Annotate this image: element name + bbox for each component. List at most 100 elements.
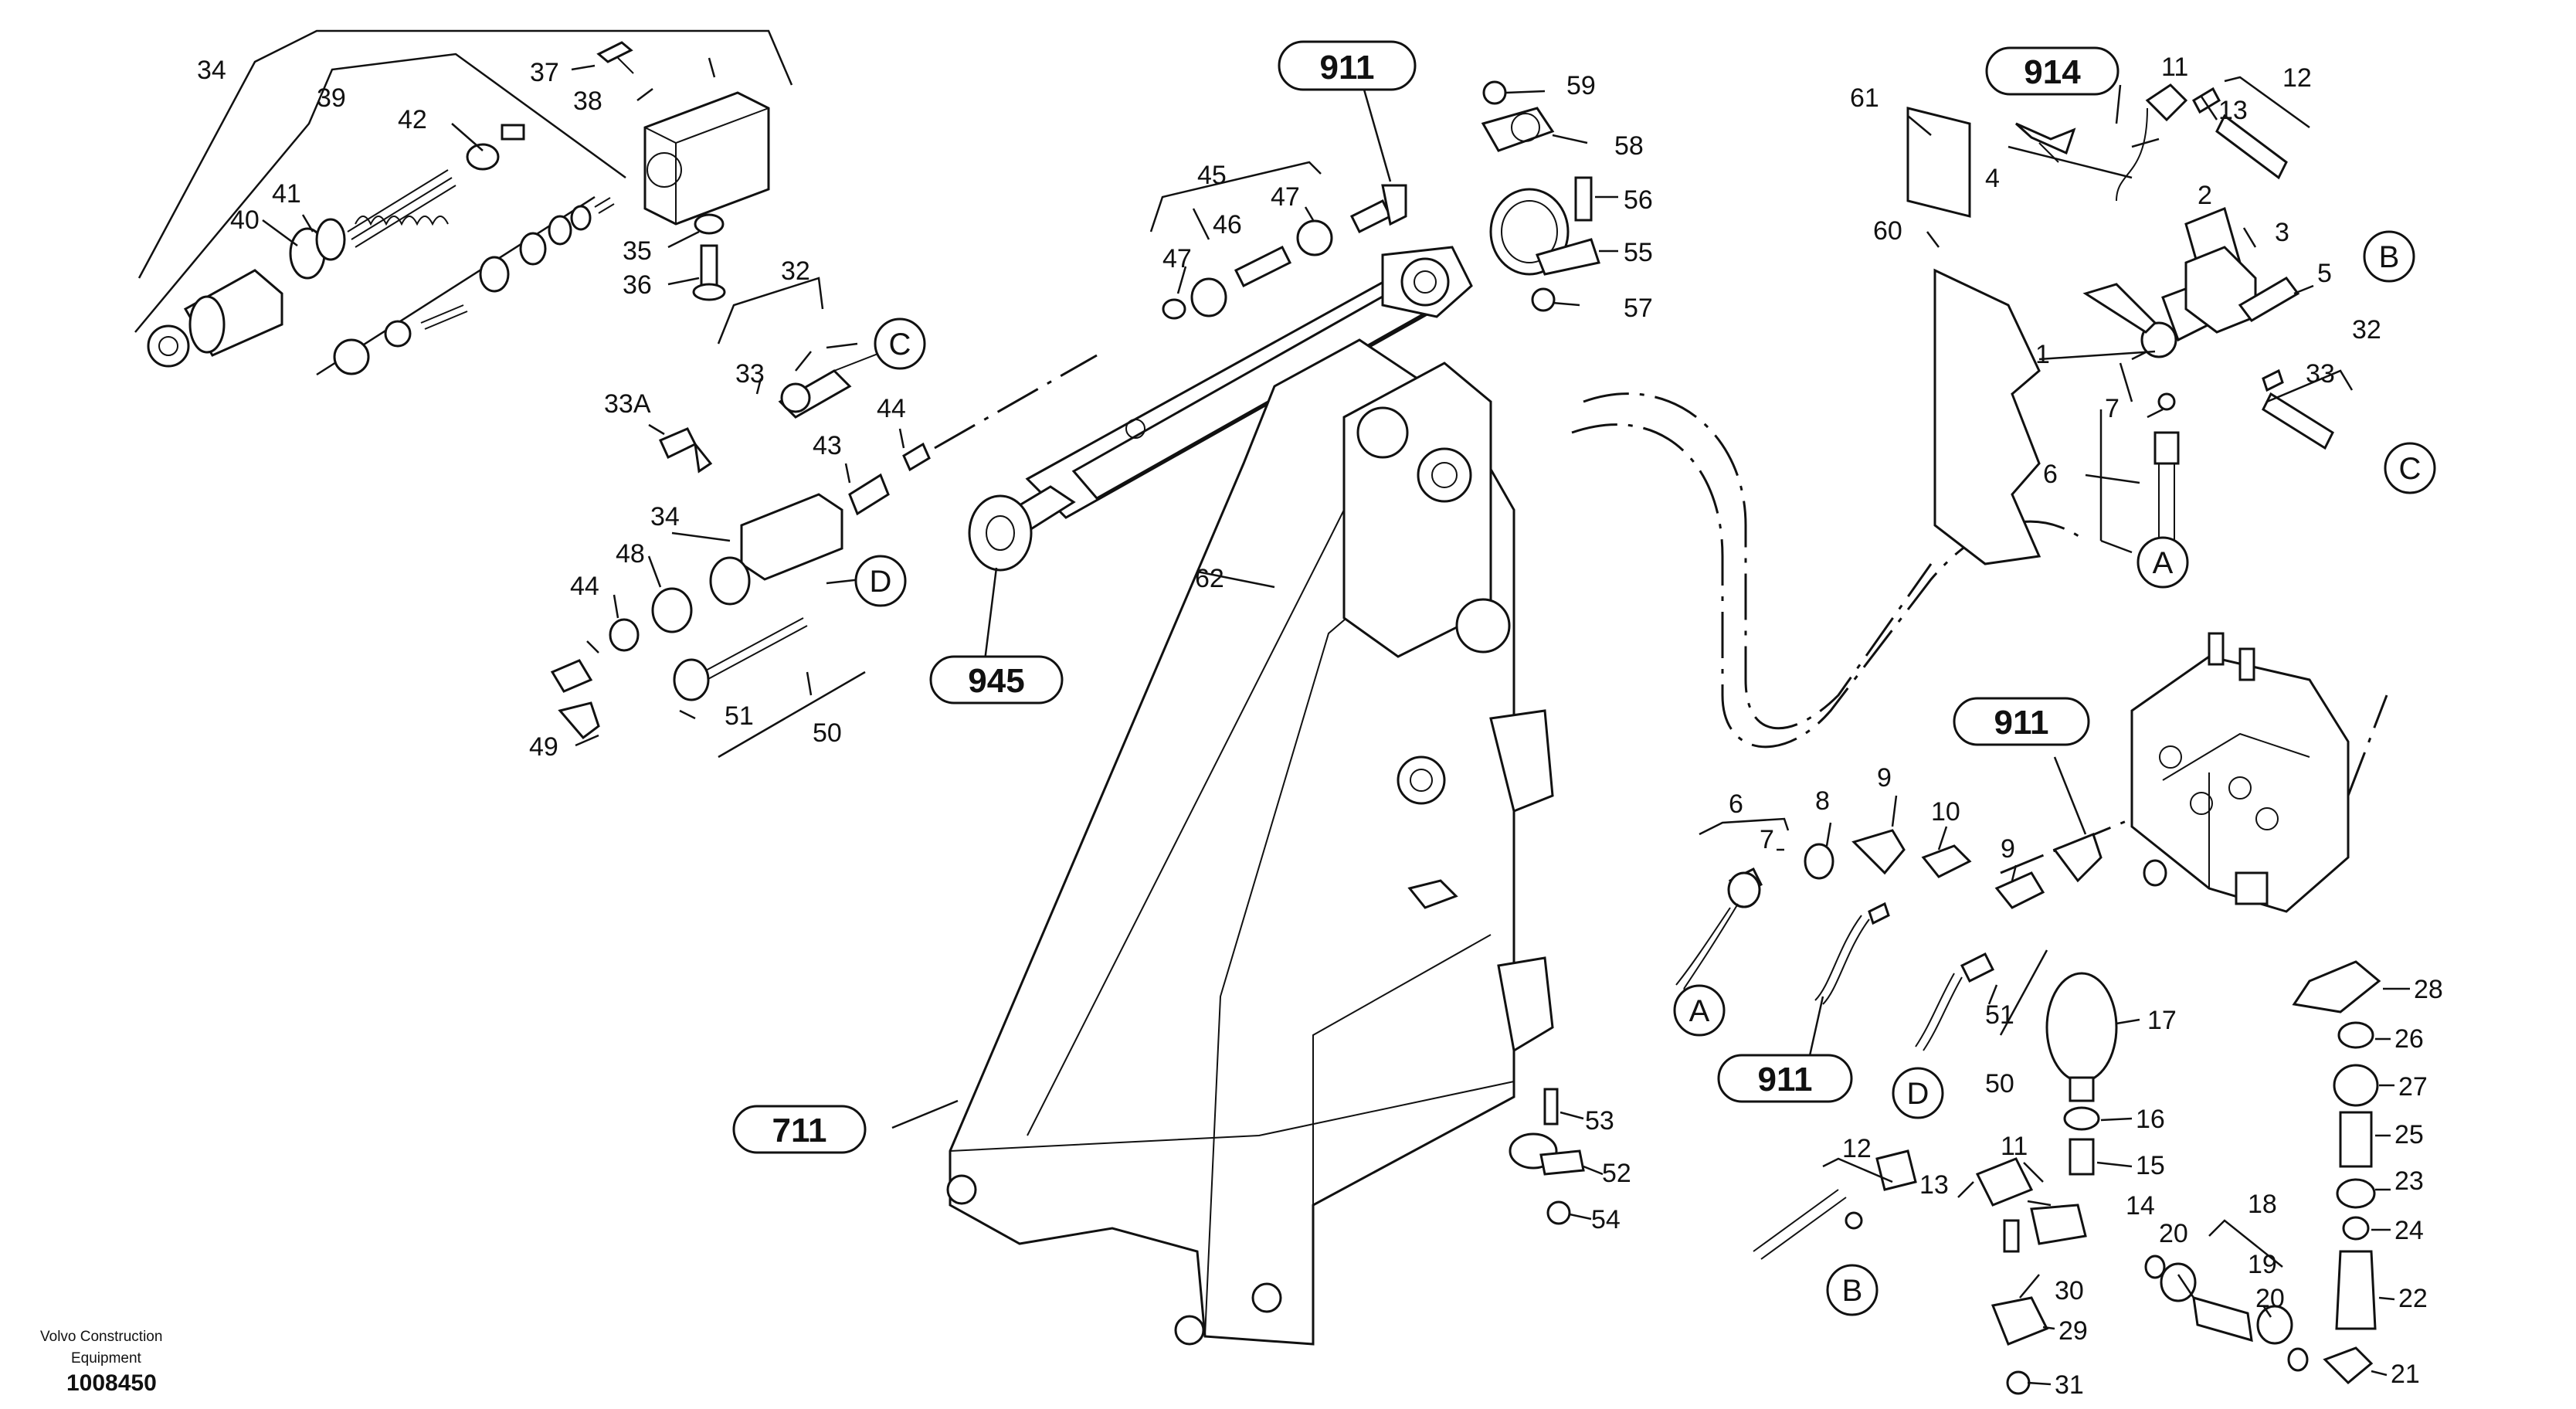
- part-label: 35: [623, 236, 652, 266]
- part-label: 46: [1213, 210, 1242, 239]
- part-label: 10: [1931, 797, 1960, 827]
- part-label: 20: [2255, 1284, 2285, 1313]
- part-label: 19: [2248, 1250, 2277, 1279]
- part-label: 2: [2198, 181, 2212, 210]
- part-label: 8: [1815, 786, 1830, 816]
- part-label: 28: [2414, 975, 2443, 1004]
- part-label: 18: [2248, 1190, 2277, 1219]
- part-label: 16: [2136, 1105, 2165, 1134]
- part-label: 47: [1162, 244, 1192, 273]
- part-label: 53: [1585, 1106, 1614, 1136]
- main-frame: [891, 338, 1554, 1346]
- connector-A-left[interactable]: A: [1673, 984, 1726, 1037]
- part-label: 11: [2001, 1132, 2028, 1161]
- part-label: 7: [1760, 825, 1774, 854]
- part-label: 31: [2055, 1370, 2084, 1400]
- part-label: 50: [1985, 1069, 2014, 1098]
- hose-fittings-left: [550, 277, 931, 759]
- part-label: 49: [529, 732, 558, 762]
- svg-text:C: C: [2399, 452, 2422, 486]
- connector-B-bottom[interactable]: B: [1826, 1264, 1879, 1316]
- part-label: 58: [1614, 131, 1644, 161]
- part-label: 30: [2055, 1276, 2084, 1305]
- part-label: 42: [398, 105, 427, 134]
- part-label: 13: [2218, 96, 2248, 125]
- part-label: 15: [2136, 1151, 2165, 1180]
- part-label: 51: [725, 701, 754, 731]
- part-label: 37: [530, 58, 559, 87]
- part-label: 25: [2394, 1120, 2424, 1149]
- part-label: 13: [1919, 1170, 1949, 1200]
- part-label: 6: [2043, 460, 2058, 489]
- part-label: 4: [1985, 164, 2000, 193]
- svg-text:B: B: [1842, 1274, 1863, 1308]
- part-label: 9: [1877, 763, 1892, 793]
- connector-D-left[interactable]: D: [854, 555, 907, 607]
- part-label: 17: [2147, 1006, 2177, 1035]
- part-label: 36: [623, 270, 652, 300]
- callout-711[interactable]: 711: [732, 1105, 867, 1154]
- valve-block: [1675, 632, 2388, 1067]
- relief-valve-assembly: [134, 29, 793, 376]
- part-label: 12: [2282, 63, 2312, 93]
- part-label: 3: [2275, 218, 2289, 247]
- svg-text:A: A: [1689, 994, 1710, 1028]
- part-label: 43: [813, 431, 842, 460]
- connector-C-right[interactable]: C: [2384, 442, 2436, 494]
- part-label: 14: [2126, 1191, 2155, 1221]
- part-label: 9: [2001, 834, 2015, 864]
- part-label: 1: [2035, 340, 2050, 369]
- callout-911-bottom[interactable]: 911: [1717, 1054, 1853, 1103]
- svg-text:C: C: [889, 328, 911, 362]
- part-label: 24: [2394, 1216, 2424, 1245]
- part-label: 26: [2394, 1024, 2424, 1054]
- company-name-line1: Volvo Construction: [40, 1329, 163, 1345]
- callout-945[interactable]: 945: [929, 655, 1064, 704]
- connector-D-bottom[interactable]: D: [1892, 1067, 1944, 1119]
- connector-B-top[interactable]: B: [2363, 230, 2415, 283]
- part-label: 57: [1624, 294, 1653, 323]
- svg-text:711: 711: [772, 1112, 827, 1149]
- connector-A-right[interactable]: A: [2136, 536, 2189, 589]
- part-label: 11: [2161, 53, 2188, 82]
- svg-text:911: 911: [1758, 1061, 1813, 1098]
- part-label: 38: [573, 87, 602, 116]
- part-label: 44: [570, 572, 599, 601]
- part-label: 56: [1624, 185, 1653, 215]
- callout-911-mid[interactable]: 911: [1953, 697, 2090, 746]
- part-label: 32: [781, 256, 810, 286]
- part-label: 29: [2058, 1316, 2088, 1346]
- part-label: 62: [1195, 564, 1224, 593]
- part-label: 45: [1197, 161, 1227, 190]
- part-label: 27: [2398, 1072, 2428, 1102]
- control-valve-group: [1906, 76, 2354, 565]
- svg-text:911: 911: [1320, 49, 1375, 87]
- part-label: 33: [735, 359, 765, 389]
- part-label: 34: [650, 502, 680, 531]
- part-label: 39: [317, 83, 346, 113]
- svg-text:945: 945: [968, 662, 1024, 700]
- part-label: 34: [197, 56, 226, 85]
- hose-clamps: [1481, 80, 1618, 1225]
- svg-text:D: D: [870, 565, 892, 599]
- part-labels: 34 39 37 38 42 41 40 35 36 32 33 33A 44 …: [197, 53, 2443, 1400]
- part-label: 12: [1842, 1134, 1872, 1163]
- svg-text:914: 914: [2024, 53, 2081, 91]
- part-label: 5: [2317, 259, 2332, 288]
- drawing-number: 1008450: [66, 1370, 157, 1396]
- boom-cylinder: [934, 73, 1473, 661]
- part-label: 32: [2352, 315, 2381, 345]
- callout-914[interactable]: 914: [1985, 46, 2120, 96]
- callout-911-top[interactable]: 911: [1278, 40, 1417, 91]
- svg-text:D: D: [1907, 1077, 1929, 1111]
- part-label: 52: [1602, 1159, 1631, 1188]
- company-name-line2: Equipment: [71, 1350, 141, 1367]
- part-label: 50: [813, 718, 842, 748]
- hose-route: [1571, 423, 2086, 749]
- part-label: 33A: [604, 389, 651, 419]
- part-label: 6: [1729, 789, 1743, 819]
- connector-C-left[interactable]: C: [874, 317, 926, 370]
- accumulator-fittings: [1753, 960, 2410, 1395]
- part-label: 51: [1985, 1000, 2014, 1030]
